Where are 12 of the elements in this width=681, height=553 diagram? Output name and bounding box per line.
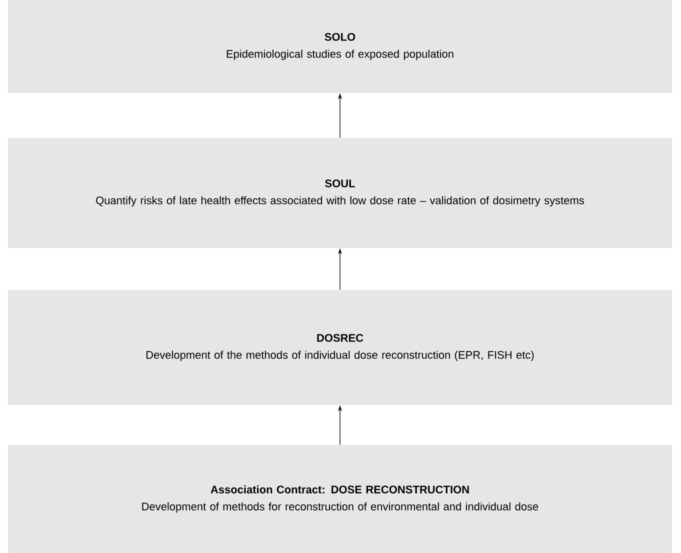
box-text: Development of the methods of individual dose reconstruction (EPR, FISH etc) [146, 350, 534, 361]
box-heading: SOLO [324, 33, 356, 41]
box-heading: DOSREC [317, 334, 364, 342]
box-text: Epidemiological studies of exposed population [226, 50, 454, 60]
box-text: Development of methods for reconstruction of environmental and individual dose [142, 502, 538, 513]
process-box [8, 138, 672, 248]
box-text: Quantify risks of late health effects associated with low dose rate – validation of dosimetry systems [96, 196, 584, 206]
box-heading: SOUL [325, 180, 355, 188]
process-box [8, 0, 672, 93]
process-box [8, 445, 672, 553]
box-heading: Association Contract: DOSE RECONSTRUCTION [210, 485, 469, 494]
process-box [8, 290, 672, 405]
